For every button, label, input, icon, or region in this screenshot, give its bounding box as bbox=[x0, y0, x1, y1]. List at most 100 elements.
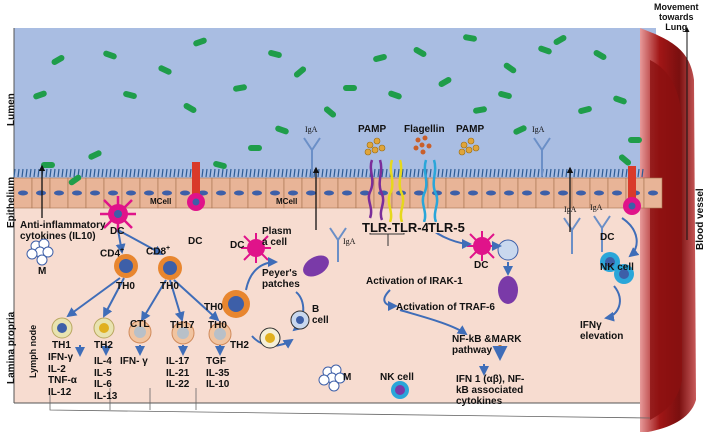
th2-label: TH2 bbox=[94, 340, 113, 351]
bacterium bbox=[343, 85, 357, 91]
iga-label-3: IgA bbox=[532, 125, 545, 134]
macrophage-label-1: M bbox=[38, 266, 47, 277]
bacterium bbox=[553, 35, 567, 46]
bacterium bbox=[388, 90, 402, 100]
th17-label: TH17 bbox=[170, 320, 195, 331]
bacterium bbox=[323, 106, 337, 118]
bacterium bbox=[503, 62, 517, 74]
bacterium bbox=[373, 53, 387, 63]
bacterium bbox=[293, 66, 307, 78]
epithelial-nucleus bbox=[450, 190, 460, 196]
epithelial-nucleus bbox=[360, 190, 370, 196]
nk-cell-label-1: NK cell bbox=[600, 262, 634, 273]
th0-peyer-label: TH0 bbox=[204, 302, 223, 313]
bacterium bbox=[51, 55, 65, 65]
epithelial-nucleus bbox=[342, 190, 352, 196]
bacterium bbox=[213, 160, 227, 170]
epithelial-nucleus bbox=[234, 190, 244, 196]
iga-label-2: IgA bbox=[343, 237, 356, 246]
bacterium bbox=[513, 125, 527, 135]
flagellin-particles bbox=[413, 135, 432, 155]
epithelial-nucleus bbox=[90, 190, 100, 196]
dc-label-4: DC bbox=[474, 260, 489, 271]
mcell-label-1: MCell bbox=[150, 197, 172, 206]
dc-label-2: DC bbox=[188, 236, 203, 247]
th2-peyer-label: TH2 bbox=[230, 340, 249, 351]
epithelial-nucleus bbox=[558, 190, 568, 196]
bacterium bbox=[158, 65, 172, 75]
dc-label-3: DC bbox=[230, 240, 245, 251]
tlr2-label: TLR-2 bbox=[362, 220, 399, 235]
bacterium bbox=[413, 47, 427, 57]
bacterium bbox=[538, 45, 552, 55]
epithelial-nucleus bbox=[252, 190, 262, 196]
epithelium-label: Epithelium bbox=[6, 176, 17, 228]
epithelial-nucleus bbox=[288, 190, 298, 196]
pamp-particles bbox=[364, 137, 480, 156]
epithelial-nucleus bbox=[180, 190, 190, 196]
iga-label-1: IgA bbox=[305, 125, 318, 134]
epithelial-nucleus bbox=[36, 190, 46, 196]
epithelial-nucleus bbox=[126, 190, 136, 196]
bacterium bbox=[33, 90, 47, 100]
tlr5-label: TLR-5 bbox=[428, 220, 465, 235]
epithelial-nucleus bbox=[540, 190, 550, 196]
bacterium bbox=[123, 90, 137, 100]
epithelial-nucleus bbox=[504, 190, 514, 196]
irak-label: Activation of IRAK-1 bbox=[366, 276, 463, 287]
bacterium bbox=[193, 37, 207, 47]
bacterium bbox=[613, 95, 627, 105]
tlr5-receptor bbox=[421, 159, 439, 223]
ctl-label: CTL bbox=[130, 319, 150, 330]
th1-label: TH1 bbox=[52, 340, 71, 351]
iga-label-5: IgA bbox=[590, 203, 603, 212]
epithelial-nucleus bbox=[468, 190, 478, 196]
plasma-cell bbox=[303, 255, 329, 277]
lymph-node-label: Lymph node bbox=[28, 324, 38, 378]
pamp-label-1: PAMP bbox=[358, 124, 387, 135]
epithelial-nucleus bbox=[414, 190, 424, 196]
iga-label-4: IgA bbox=[564, 205, 577, 214]
epithelial-nucleus bbox=[270, 190, 280, 196]
lamina-propria-label: Lamina propria bbox=[6, 311, 17, 384]
dc-label-5: DC bbox=[600, 232, 615, 243]
bacterium bbox=[103, 50, 117, 60]
bacterium bbox=[183, 103, 197, 113]
bacterium bbox=[88, 150, 102, 160]
flagellin-label: Flagellin bbox=[404, 124, 445, 135]
tlr2-receptor bbox=[367, 159, 385, 221]
th0-right-label: TH0 bbox=[208, 320, 227, 331]
dc-label-1: DC bbox=[110, 226, 125, 237]
bacterium bbox=[275, 125, 289, 135]
epithelial-nucleus bbox=[648, 190, 658, 196]
macrophage-label-2: M bbox=[343, 372, 352, 383]
nk-cell-label-2: NK cell bbox=[380, 372, 414, 383]
bacterium bbox=[248, 145, 262, 151]
epithelial-nucleus bbox=[576, 190, 586, 196]
epithelial-nucleus bbox=[144, 190, 154, 196]
nk-cells bbox=[391, 252, 634, 399]
dendritic-cells bbox=[100, 162, 641, 263]
epithelial-nucleus bbox=[216, 190, 226, 196]
bacterium bbox=[268, 49, 282, 59]
bacterium bbox=[578, 105, 592, 115]
tlr4-label: TLR-4 bbox=[392, 220, 429, 235]
bacterium bbox=[498, 90, 512, 100]
bacterium bbox=[628, 137, 642, 143]
epithelial-nucleus bbox=[486, 190, 496, 196]
bacterium bbox=[463, 34, 477, 42]
bacterium bbox=[593, 50, 607, 60]
cd4-label: CD4+ bbox=[100, 247, 125, 260]
epithelial-nucleus bbox=[324, 190, 334, 196]
bacterium bbox=[438, 77, 452, 87]
